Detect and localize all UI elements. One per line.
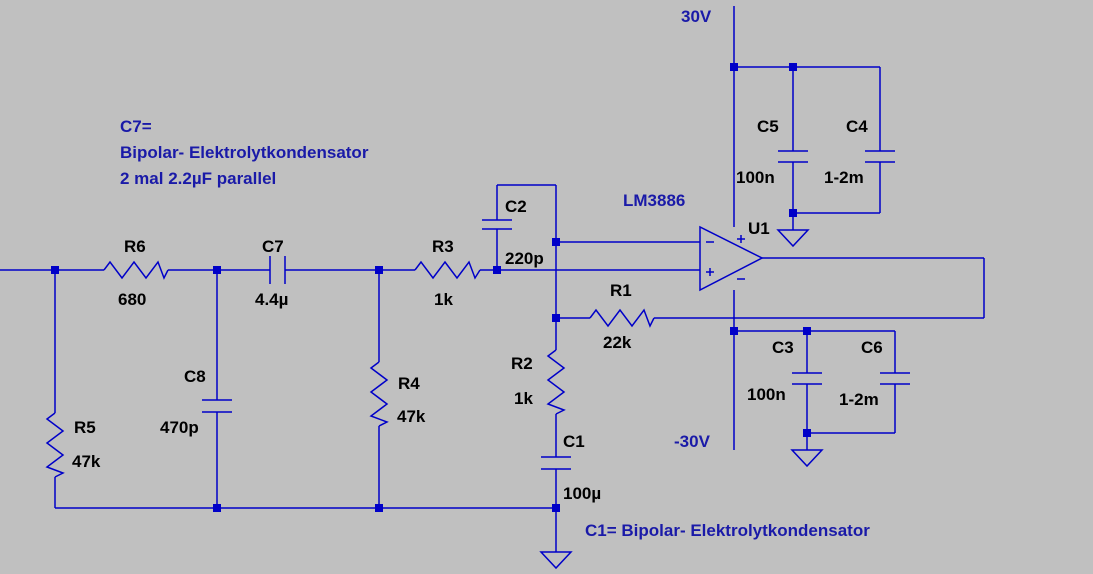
rail-positive-label: 30V <box>681 7 712 26</box>
capacitor-c5 <box>778 150 808 163</box>
resistor-r2 <box>546 349 566 415</box>
r1-value: 22k <box>603 333 632 352</box>
capacitor-c6 <box>880 372 910 385</box>
r4-ref: R4 <box>398 374 420 393</box>
c8-value: 470p <box>160 418 199 437</box>
note-c7-line3: 2 mal 2.2µF parallel <box>120 169 276 188</box>
note-c7-line2: Bipolar- Elektrolytkondensator <box>120 143 369 162</box>
c2-ref: C2 <box>505 197 527 216</box>
junction-dots <box>51 63 811 512</box>
r2-value: 1k <box>514 389 533 408</box>
note-c7-line1: C7= <box>120 117 152 136</box>
ground-symbol-c5 <box>776 229 810 248</box>
r1-ref: R1 <box>610 281 632 300</box>
c5-value: 100n <box>736 168 775 187</box>
opamp-ref: U1 <box>748 219 770 238</box>
c7-ref: C7 <box>262 237 284 256</box>
r2-ref: R2 <box>511 354 533 373</box>
c6-value: 1-2m <box>839 390 879 409</box>
wires <box>0 6 985 552</box>
c3-value: 100n <box>747 385 786 404</box>
r3-value: 1k <box>434 290 453 309</box>
r6-value: 680 <box>118 290 146 309</box>
c1-value: 100µ <box>563 484 601 503</box>
capacitor-c8 <box>202 399 232 413</box>
c6-ref: C6 <box>861 338 883 357</box>
resistor-r6 <box>103 260 169 280</box>
c5-ref: C5 <box>757 117 779 136</box>
capacitor-c3 <box>792 372 822 385</box>
ground-symbol-c3 <box>790 449 824 468</box>
capacitor-c2 <box>482 219 512 230</box>
rail-negative-label: -30V <box>674 432 711 451</box>
c4-ref: C4 <box>846 117 868 136</box>
r5-ref: R5 <box>74 418 96 437</box>
c2-value: 220p <box>505 249 544 268</box>
capacitor-c7 <box>269 256 286 284</box>
r5-value: 47k <box>72 452 101 471</box>
note-c1: C1= Bipolar- Elektrolytkondensator <box>585 521 870 540</box>
capacitor-c1 <box>541 456 571 470</box>
opamp-marks <box>706 235 745 280</box>
r3-ref: R3 <box>432 237 454 256</box>
opamp-model-label: LM3886 <box>623 191 685 210</box>
r6-ref: R6 <box>124 237 146 256</box>
opamp-u1 <box>699 225 764 292</box>
resistor-r4 <box>369 361 389 427</box>
resistor-r5 <box>45 412 65 478</box>
c3-ref: C3 <box>772 338 794 357</box>
resistor-r3 <box>414 260 481 280</box>
ground-symbol-c1 <box>539 551 573 570</box>
c8-ref: C8 <box>184 367 206 386</box>
c1-ref: C1 <box>563 432 585 451</box>
resistor-r1 <box>589 308 655 328</box>
c7-value: 4.4µ <box>255 290 288 309</box>
c4-value: 1-2m <box>824 168 864 187</box>
r4-value: 47k <box>397 407 426 426</box>
capacitor-c4 <box>865 150 895 163</box>
